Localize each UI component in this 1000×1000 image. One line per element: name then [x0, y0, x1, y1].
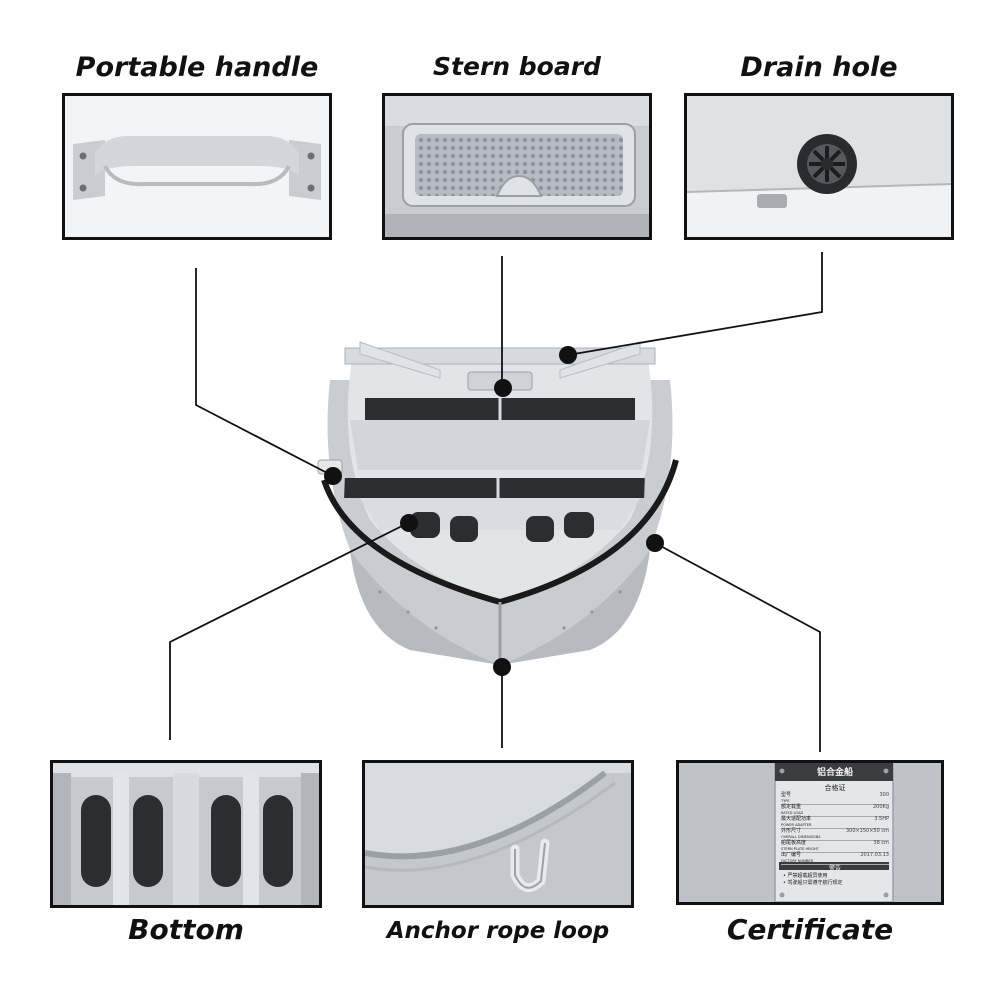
anchor-loop-illustration: [365, 763, 631, 905]
boat-stern-board: [467, 371, 533, 391]
photo-stern-board: [382, 93, 652, 240]
certificate-row-label-cn: 型号: [781, 792, 792, 798]
certificate-row-label-en: FACTORY NUMBER: [781, 858, 814, 863]
certificate-title: 铝合金船: [816, 768, 853, 778]
drain-hole-illustration: [687, 96, 951, 237]
certificate-row-label-cn: 额定载重: [781, 804, 802, 810]
certificate-row-value: 300×150×50 cm: [845, 828, 889, 834]
certificate-row-value: 38 cm: [873, 840, 889, 846]
certificate-row-label-cn: 船尾板高度: [781, 840, 807, 846]
certificate-notice-title: 警告: [828, 865, 841, 872]
label-stern-board: Stern board: [433, 52, 601, 81]
boat-side-handle: [317, 459, 343, 475]
certificate-row-value: 3.5HP: [874, 816, 889, 822]
photo-portable-handle: [62, 93, 332, 240]
label-certificate: Certificate: [726, 913, 894, 946]
certificate-row-value: 300: [879, 792, 889, 798]
certificate-notice: • 严禁超载超员使用• 驾驶船只需遵守航行规定: [783, 873, 889, 887]
certificate-row-label-en: POWER ADAPTER: [781, 822, 812, 827]
label-bottom: Bottom: [128, 913, 244, 946]
certificate-row-label-cn: 最大适配功率: [781, 816, 812, 822]
certificate-row-label-cn: 出厂编号: [781, 852, 802, 858]
label-drain-hole: Drain hole: [740, 52, 898, 83]
certificate-row-label-cn: 外形尺寸: [781, 828, 802, 834]
certificate-subtitle: 合格证: [824, 784, 846, 792]
certificate-row-value: 2017.03.13: [860, 852, 889, 858]
boat-illustration: [317, 341, 679, 665]
label-portable-handle: Portable handle: [75, 52, 319, 83]
certificate-notice-line: • 严禁超载超员使用: [783, 873, 828, 879]
certificate-row-label-en: STERN PLATE HEIGHT: [781, 846, 819, 851]
certificate-row-value: 200Kg: [873, 804, 889, 810]
certificate-illustration: [679, 763, 941, 902]
photo-bottom: [50, 760, 322, 908]
bottom-illustration: [53, 763, 319, 905]
label-anchor-rope-loop: Anchor rope loop: [386, 918, 610, 944]
certificate-row-label-en: OVERALL DIMENSIONS: [781, 834, 821, 839]
photo-anchor-rope-loop: [362, 760, 634, 908]
handle-illustration: [65, 96, 329, 237]
certificate-notice-line: • 驾驶船只需遵守航行规定: [783, 880, 843, 886]
photo-drain-hole: [684, 93, 954, 240]
stern-board-illustration: [385, 96, 649, 237]
certificate-row-label-en: TYPE: [781, 798, 790, 803]
certificate-row-label-en: RATED LOAD: [781, 810, 804, 815]
